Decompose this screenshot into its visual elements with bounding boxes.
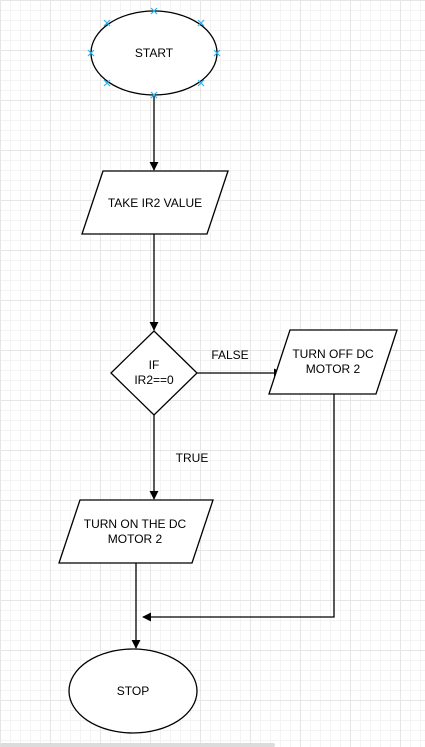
turn-off-node[interactable]: TURN OFF DC MOTOR 2 (268, 329, 398, 395)
decision-label-line2: IR2==0 (134, 373, 174, 387)
start-node[interactable]: START (90, 10, 218, 96)
turn-off-label-line2: MOTOR 2 (306, 362, 361, 376)
handle-left[interactable] (87, 49, 95, 57)
decision-label-line1: IF (149, 358, 160, 372)
turn-on-label-line2: MOTOR 2 (108, 532, 163, 546)
selection-handles[interactable] (87, 7, 221, 99)
true-edge-label: TRUE (176, 451, 209, 465)
take-ir2-node[interactable]: TAKE IR2 VALUE (81, 170, 229, 235)
handle-bottom-left[interactable] (103, 79, 111, 87)
handle-top-right[interactable] (197, 19, 205, 27)
edge-turn-off-to-merge[interactable] (142, 394, 335, 622)
handle-bottom[interactable] (150, 91, 158, 99)
decision-node[interactable]: IF IR2==0 (110, 330, 198, 416)
start-label: START (135, 46, 174, 60)
take-ir2-label: TAKE IR2 VALUE (108, 196, 202, 210)
horizontal-scrollbar[interactable] (0, 743, 275, 747)
stop-node[interactable]: STOP (68, 648, 198, 734)
turn-on-label-line1: TURN ON THE DC (84, 517, 187, 531)
turn-off-label-line1: TURN OFF DC (292, 347, 374, 361)
handle-bottom-right[interactable] (197, 79, 205, 87)
handle-right[interactable] (213, 49, 221, 57)
stop-label: STOP (117, 684, 149, 698)
turn-on-node[interactable]: TURN ON THE DC MOTOR 2 (58, 499, 214, 564)
handle-top[interactable] (150, 7, 158, 15)
false-edge-label: FALSE (211, 348, 248, 362)
handle-top-left[interactable] (103, 19, 111, 27)
